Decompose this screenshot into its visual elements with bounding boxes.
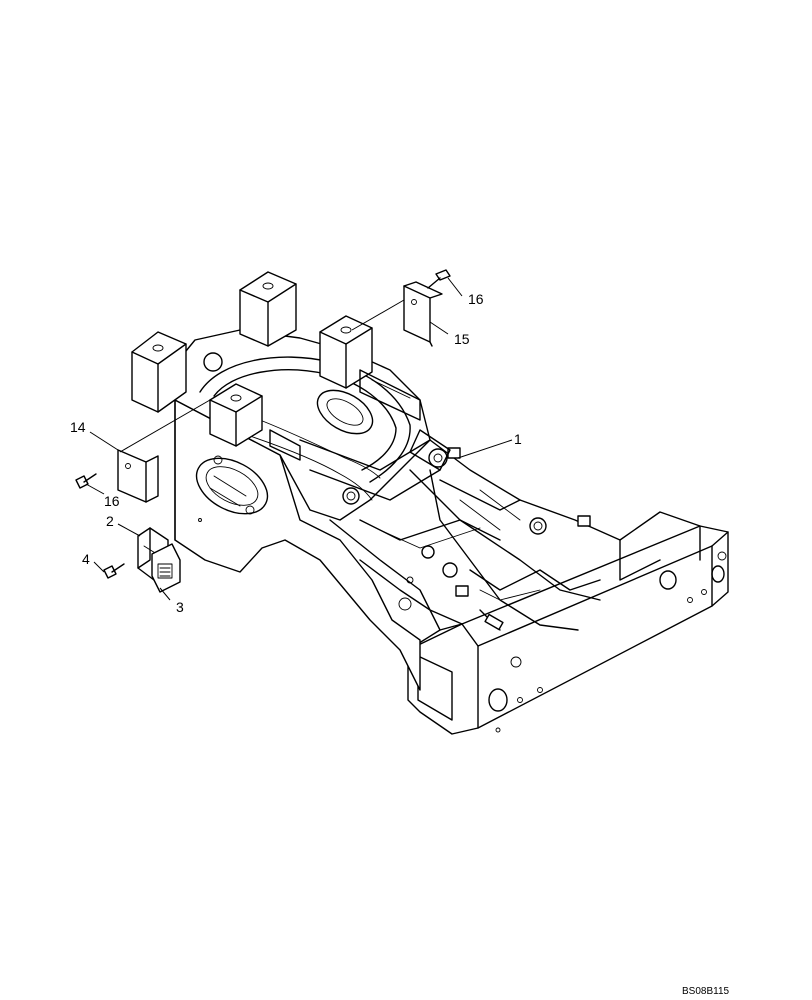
callout-16-right: 16 [468, 291, 484, 307]
callout-15: 15 [454, 331, 470, 347]
mount-pad-3 [319, 315, 373, 389]
side-plate-left [174, 399, 421, 691]
mount-pad-4 [209, 383, 263, 447]
callout-16-left: 16 [104, 493, 120, 509]
bolt-left [75, 473, 97, 489]
bolt-right [427, 269, 451, 289]
callout-4: 4 [82, 551, 90, 567]
callout-2: 2 [106, 513, 114, 529]
mount-pad-2 [239, 271, 297, 347]
plate-left [117, 449, 159, 503]
plate-right [403, 281, 443, 347]
rear-crossbeam [407, 525, 729, 735]
connector [151, 543, 181, 593]
callout-3: 3 [176, 599, 184, 615]
callout-1: 1 [514, 431, 522, 447]
drawing-reference-code: BS08B115 [682, 986, 730, 997]
main-frame [131, 271, 729, 735]
mount-pad-1 [131, 331, 187, 413]
callout-14: 14 [70, 419, 86, 435]
bolt [103, 563, 125, 579]
